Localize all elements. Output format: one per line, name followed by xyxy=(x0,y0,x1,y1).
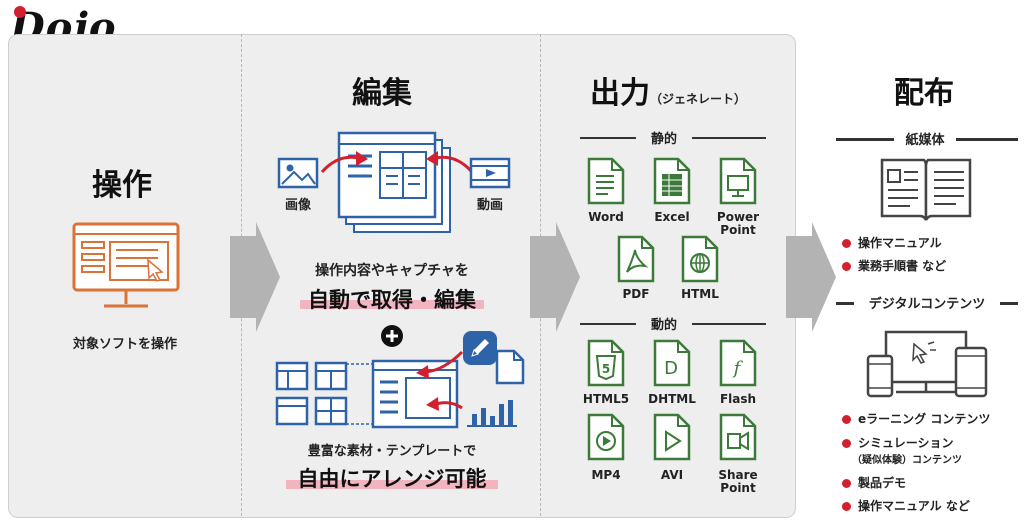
bullet-dot xyxy=(842,439,851,448)
paper-item-manual-text: 操作マニュアル xyxy=(858,236,942,250)
html-label: HTML xyxy=(681,287,719,301)
svg-text:5: 5 xyxy=(602,362,610,376)
bullet-dot xyxy=(842,479,851,488)
devices-icon xyxy=(866,330,988,398)
avi-file-icon xyxy=(653,413,691,461)
excel-label: Excel xyxy=(654,210,690,224)
video-label: 動画 xyxy=(476,198,503,213)
image-icon xyxy=(277,157,319,189)
operate-caption: 対象ソフトを操作 xyxy=(72,337,177,352)
plus-icon xyxy=(381,325,403,347)
pencil-icon xyxy=(463,331,497,365)
sharepoint-label: Share Point xyxy=(718,468,758,495)
output-heading: 出力（ジェネレート） xyxy=(590,68,746,112)
bullet-dot xyxy=(842,415,851,424)
digital-rule-left xyxy=(836,302,854,305)
book-icon xyxy=(880,158,972,221)
flow-arrow-2 xyxy=(530,222,580,332)
digital-item-elearning-text: eラーニング コンテンツ xyxy=(858,412,991,426)
digital-item-manual: 操作マニュアル など xyxy=(842,497,970,514)
distribute-title: 配布 xyxy=(894,76,954,111)
output-title: 出力 xyxy=(590,76,650,111)
dhtml-file-icon: D xyxy=(653,339,691,387)
paper-item-procedure: 業務手順書 など xyxy=(842,257,946,274)
bullet-dot xyxy=(842,502,851,511)
html-file-icon xyxy=(681,235,719,283)
paper-rule-right xyxy=(956,138,1018,141)
output-title-note: （ジェネレート） xyxy=(650,92,747,106)
file-icon xyxy=(495,349,525,385)
image-label: 画像 xyxy=(284,198,311,213)
word-file-icon xyxy=(587,157,625,205)
avi-label: AVI xyxy=(660,468,684,482)
html5-label: HTML5 xyxy=(582,392,630,406)
capture-highlight xyxy=(300,300,484,309)
template-layout-icon xyxy=(275,361,348,426)
excel-file-icon xyxy=(653,157,691,205)
html5-file-icon: 5 xyxy=(587,339,625,387)
paper-rule-left xyxy=(836,138,894,141)
flash-file-icon: f xyxy=(719,339,757,387)
capture-text: 操作内容やキャプチャを xyxy=(315,263,469,279)
digital-item-manual-text: 操作マニュアル など xyxy=(858,499,970,513)
dhtml-label: DHTML xyxy=(648,392,696,406)
bar-chart-icon xyxy=(467,400,517,427)
digital-rule-right xyxy=(1000,302,1018,305)
operate-title: 操作 xyxy=(92,168,152,203)
capture-big-text: 自動で取得・編集 xyxy=(308,288,476,312)
static-rule-left xyxy=(580,137,636,139)
dynamic-rule-right xyxy=(692,323,766,325)
edit-doc-icon xyxy=(371,359,459,429)
flow-arrow-3 xyxy=(786,222,836,332)
logo-red-dot xyxy=(14,6,26,18)
pdf-file-icon xyxy=(617,235,655,283)
flow-arrow-1 xyxy=(230,222,280,332)
powerpoint-file-icon xyxy=(719,157,757,205)
video-to-doc-arrow xyxy=(426,151,474,174)
dynamic-title: 動的 xyxy=(650,318,677,333)
dynamic-rule-left xyxy=(580,323,636,325)
sharepoint-file-icon xyxy=(719,413,757,461)
mp4-label: MP4 xyxy=(591,468,621,482)
static-rule-right xyxy=(692,137,766,139)
pencil-to-doc-arrow xyxy=(416,350,464,379)
static-title: 静的 xyxy=(650,132,677,147)
bullet-dot xyxy=(842,262,851,271)
digital-item-simulation-sub-text: （疑似体験）コンテンツ xyxy=(852,455,962,466)
digital-item-simulation: シミュレーション xyxy=(842,434,954,451)
image-to-doc-arrow xyxy=(320,151,368,174)
mp4-file-icon xyxy=(587,413,625,461)
monitor-screen-icon xyxy=(72,222,180,308)
material-text: 豊富な素材・テンプレートで xyxy=(307,444,477,459)
digital-item-elearning: eラーニング コンテンツ xyxy=(842,410,990,427)
material-big-text: 自由にアレンジ可能 xyxy=(297,467,487,491)
paper-title: 紙媒体 xyxy=(905,133,945,148)
digital-item-demo-text: 製品デモ xyxy=(858,476,907,490)
video-icon xyxy=(469,157,511,189)
flash-label: Flash xyxy=(719,392,757,406)
bullet-dot xyxy=(842,239,851,248)
paper-item-procedure-text: 業務手順書 など xyxy=(858,259,947,273)
word-label: Word xyxy=(588,210,624,224)
edit-title: 編集 xyxy=(352,76,412,111)
digital-item-simulation-sub: （疑似体験）コンテンツ xyxy=(852,451,962,466)
material-highlight xyxy=(286,480,498,489)
powerpoint-label: Power Point xyxy=(716,210,760,237)
chart-to-doc-arrow xyxy=(426,397,463,411)
svg-text:D: D xyxy=(664,358,678,379)
digital-title: デジタルコンテンツ xyxy=(868,297,986,312)
pdf-label: PDF xyxy=(622,287,650,301)
paper-item-manual: 操作マニュアル xyxy=(842,234,942,251)
digital-item-demo: 製品デモ xyxy=(842,474,906,491)
digital-item-simulation-text: シミュレーション xyxy=(858,436,954,450)
